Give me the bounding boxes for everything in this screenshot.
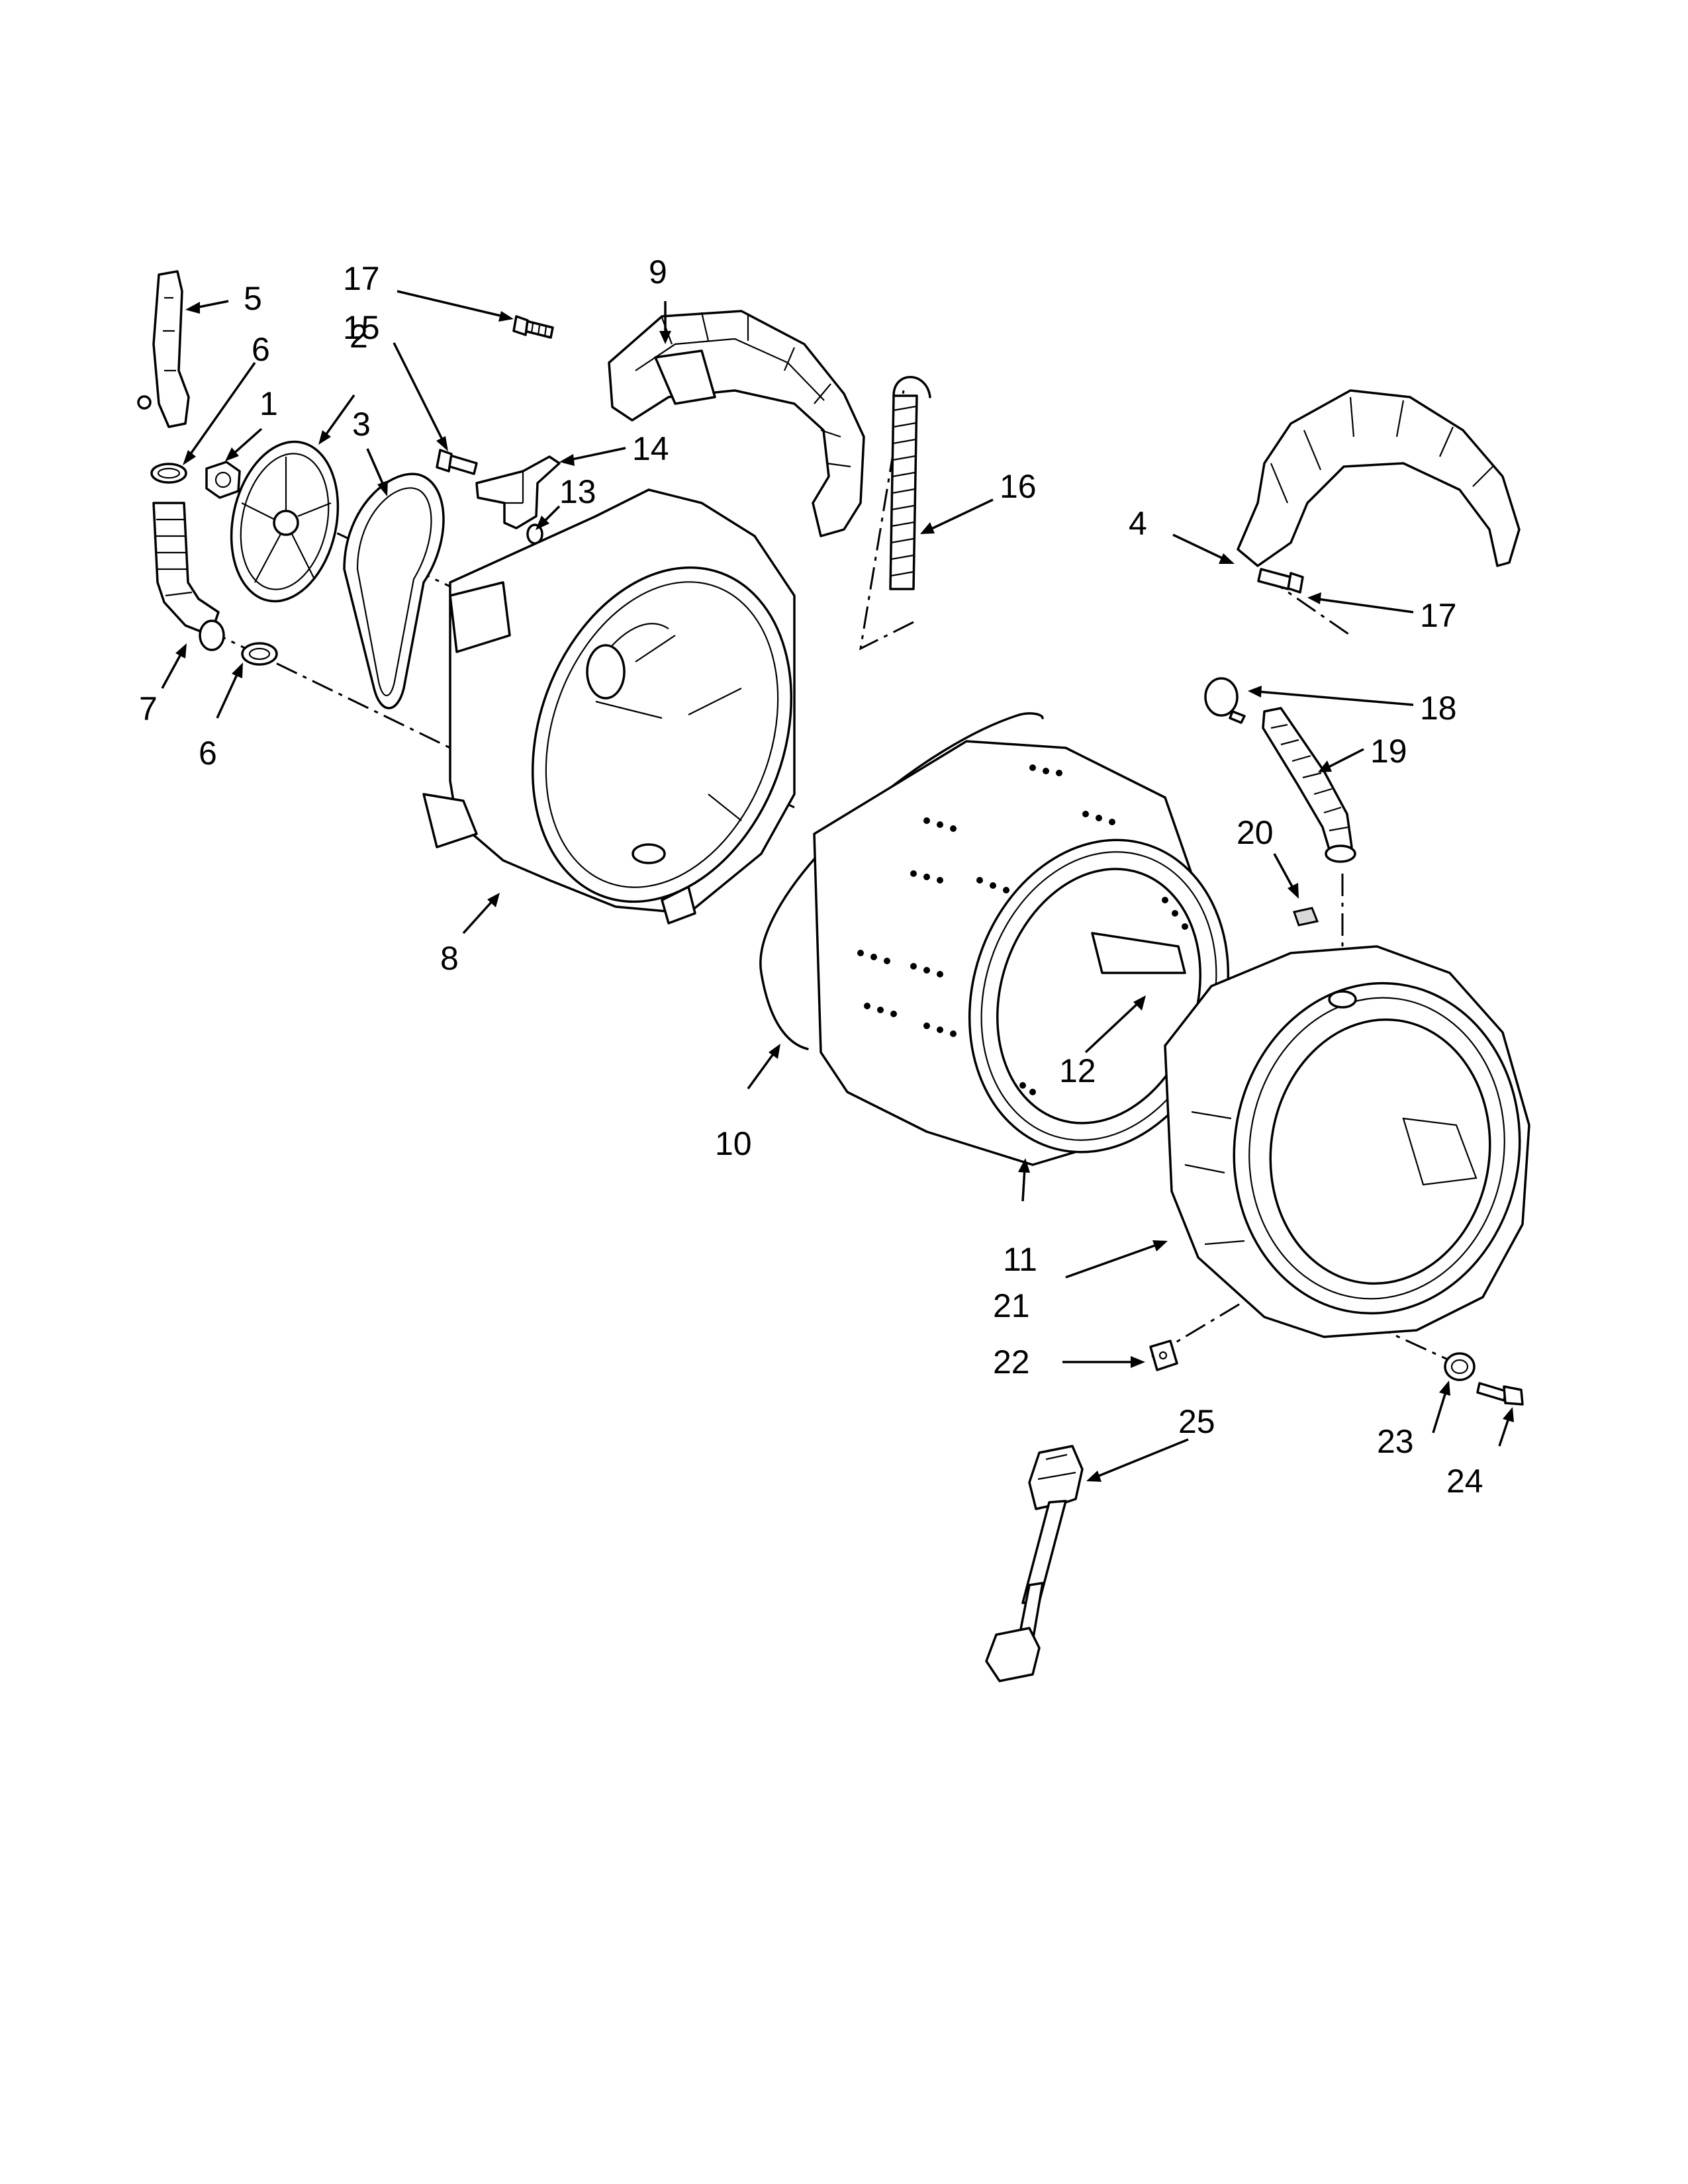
callout-22: 22 (993, 1343, 1030, 1381)
part-14-sensor-bracket (475, 455, 561, 529)
callout-10: 10 (715, 1125, 752, 1162)
part-22-clip-plate (1149, 1340, 1178, 1371)
part-6-clamp-lower (241, 642, 278, 666)
drum-perforations (857, 764, 1188, 1095)
callout-7: 7 (139, 690, 158, 727)
callout-14: 14 (632, 430, 669, 467)
callout-4: 4 (1129, 505, 1147, 542)
callout-15: 15 (343, 309, 380, 346)
callout-19: 19 (1370, 733, 1407, 770)
callout-24: 24 (1446, 1463, 1483, 1500)
callout-9: 9 (649, 253, 667, 291)
part-3-belt (343, 473, 445, 709)
part-17-screw-right (1257, 568, 1304, 594)
part-2-pulley (230, 440, 340, 603)
callout-numbers: 5 6 1 2 3 17 15 9 14 13 16 4 17 18 19 7 … (139, 253, 1483, 1500)
callout-6-upper: 6 (252, 331, 270, 368)
leader-lines (161, 290, 1514, 1482)
part-17-screw-upper (512, 315, 554, 339)
callout-8: 8 (440, 940, 459, 977)
callout-3: 3 (352, 406, 371, 443)
callout-17-right: 17 (1420, 597, 1457, 634)
part-25-damper (985, 1445, 1084, 1682)
callout-5: 5 (244, 280, 262, 317)
part-18-clamp (1204, 677, 1246, 724)
part-4-counterweight (1237, 389, 1521, 567)
callout-20: 20 (1237, 814, 1274, 851)
callout-6-lower: 6 (199, 735, 217, 772)
part-16-hose (889, 376, 931, 590)
callout-16: 16 (1000, 468, 1037, 505)
callout-18: 18 (1420, 690, 1457, 727)
callout-25: 25 (1178, 1403, 1215, 1440)
part-24-bolt (1476, 1382, 1524, 1406)
callout-13: 13 (559, 473, 596, 510)
part-21-front-tub (1164, 945, 1530, 1338)
part-10-tub-seal-ring (759, 712, 1044, 1050)
part-8-rear-tub (422, 349, 796, 925)
callout-12: 12 (1059, 1052, 1096, 1089)
callout-2: 2 (350, 318, 368, 355)
callout-17-upper: 17 (343, 260, 380, 297)
part-1-nut (205, 461, 241, 499)
part-23-bushing (1444, 1352, 1476, 1381)
part-7-drain-hose (152, 502, 225, 651)
callout-23: 23 (1377, 1423, 1414, 1460)
callout-11: 11 (1003, 1241, 1037, 1278)
callout-21: 21 (993, 1287, 1030, 1324)
part-20-clip (1293, 907, 1319, 927)
part-5-hose-bracket (137, 270, 190, 428)
part-6-clamp-upper (150, 463, 187, 484)
part-15-screw (436, 449, 478, 475)
part-19-vent-hose (1262, 707, 1356, 863)
callout-1: 1 (259, 385, 278, 422)
